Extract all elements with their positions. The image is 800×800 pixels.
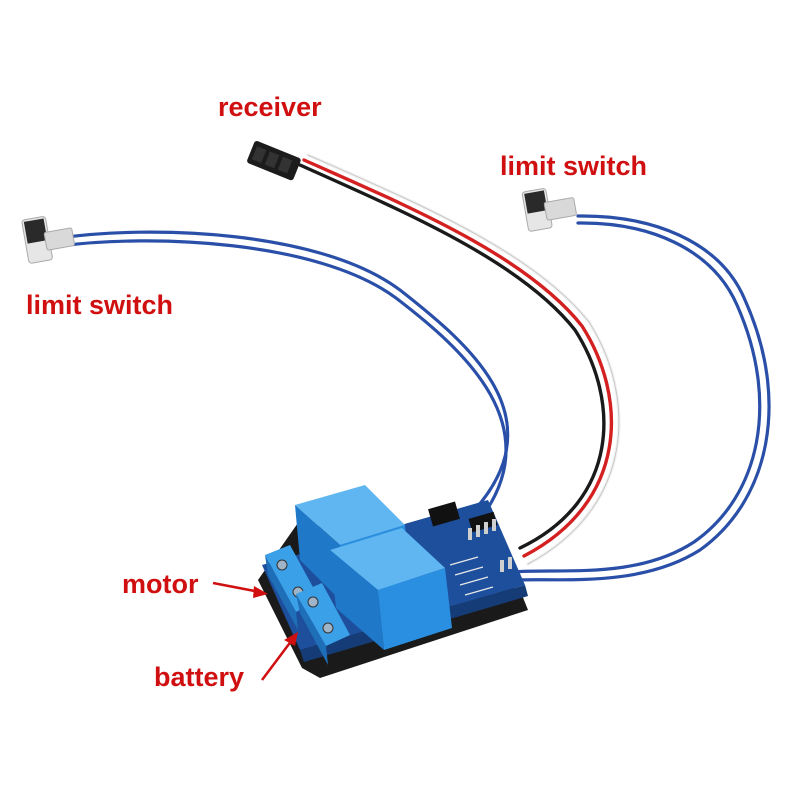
limit-switch-icon (521, 188, 577, 232)
limit-switch-right-label: limit switch (500, 151, 648, 181)
battery-label: battery (154, 662, 245, 692)
relay-module-board (258, 485, 528, 678)
motor-label: motor (122, 569, 199, 599)
left-switch-wires (58, 230, 510, 524)
servo-connector-icon (247, 141, 301, 181)
right-switch-wires (510, 214, 771, 582)
limit-switch-left-label: limit switch (26, 290, 174, 320)
arrow-icon (261, 632, 298, 681)
limit-switch-icon (21, 216, 75, 264)
relay-icon (330, 528, 452, 650)
receiver-cable (298, 153, 621, 566)
terminal-block-battery (296, 583, 350, 665)
arrow-icon (212, 581, 268, 598)
receiver-label: receiver (218, 92, 322, 122)
